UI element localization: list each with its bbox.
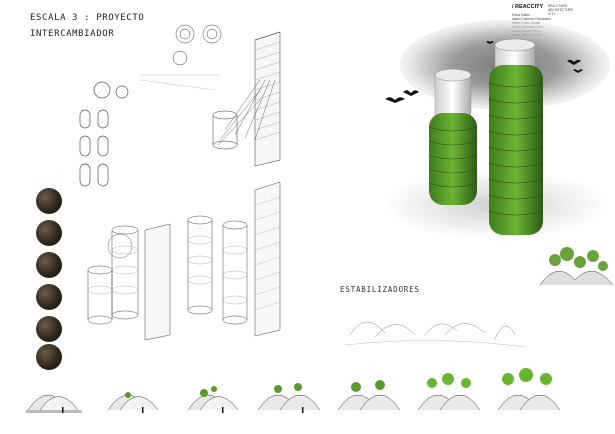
person-icon <box>62 407 304 413</box>
brand-tagline: REACTIVATE ARCHITECTURE CITY <box>548 4 578 16</box>
render-frame <box>26 394 82 413</box>
bird-icon <box>486 41 494 44</box>
thumbnail-photo <box>36 284 62 310</box>
thumbnail-photo <box>36 188 62 214</box>
bird-icon <box>567 59 581 65</box>
bird-icon <box>403 90 419 96</box>
team-member: Isabel Gutierrez Fernandez <box>512 17 551 21</box>
thumbnail-photo <box>36 316 62 342</box>
stabilizers-heading: ESTABILIZADORES <box>340 285 420 294</box>
stabilizer-render <box>539 247 614 286</box>
brand-tagline-line: REACTIVATE <box>548 4 568 8</box>
brand-name: / REACCITY <box>512 4 544 10</box>
team-member: Elena Martin <box>512 13 530 17</box>
bird-icon <box>573 69 583 73</box>
exploded-axonometric-bottom <box>87 181 281 341</box>
thumbnail-photo <box>36 252 62 278</box>
wheel-icon <box>175 24 222 44</box>
bird-icon <box>385 97 405 103</box>
stabilizer-sketches <box>344 321 526 348</box>
render-strip <box>26 368 561 413</box>
page-title: ESCALA 3 : PROYECTO <box>30 13 145 23</box>
thumbnail-photo <box>36 344 62 370</box>
brand-tagline-line: CITY <box>548 12 556 16</box>
thumbnail-photo <box>36 220 62 246</box>
page-subtitle: INTERCAMBIADOR <box>30 29 115 39</box>
exploded-axonometric-top <box>139 24 281 167</box>
green-towers-render <box>428 38 544 235</box>
brand-tagline-line: ARCHITECTURE <box>548 8 573 12</box>
capsule-diagram <box>79 81 129 187</box>
